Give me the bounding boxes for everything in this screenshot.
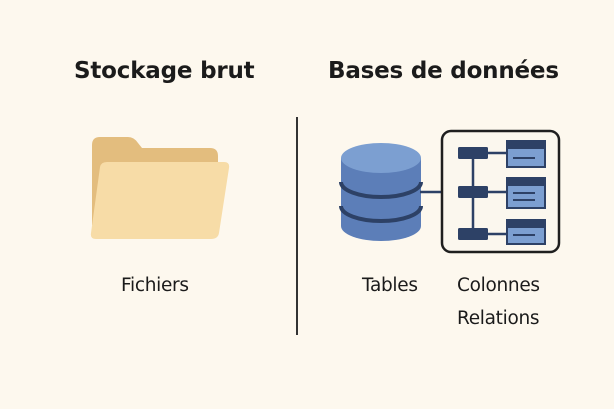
- columns-label: Colonnes: [457, 275, 540, 296]
- left-panel-title: Stockage brut: [74, 58, 255, 84]
- right-panel-title: Bases de données: [328, 58, 559, 84]
- files-label: Fichiers: [121, 275, 189, 296]
- schema-icon: [418, 128, 564, 260]
- folder-icon: [86, 135, 232, 249]
- panel-divider: [296, 117, 298, 335]
- relations-label: Relations: [457, 308, 540, 329]
- tables-label: Tables: [362, 275, 418, 296]
- database-icon: [338, 140, 424, 250]
